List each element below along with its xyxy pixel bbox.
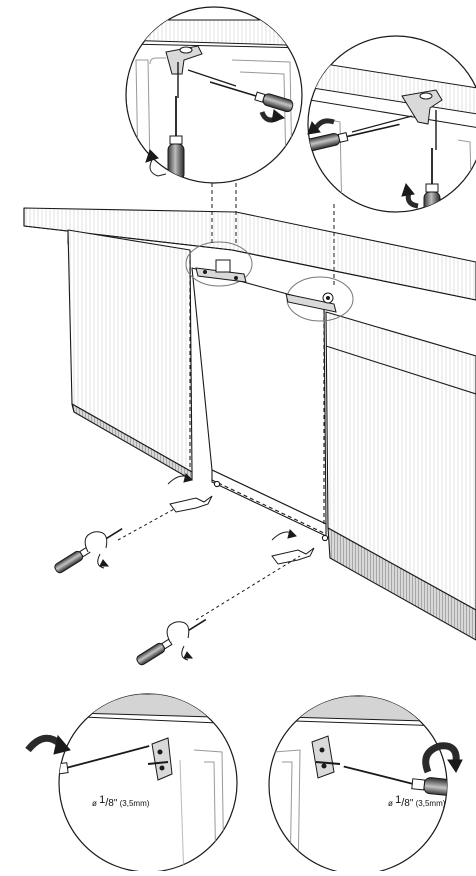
drill-size-label-right: ø 1/8" (3,5mm) <box>388 794 445 809</box>
drill-denominator: 8" <box>108 798 118 809</box>
upper-bracket-right <box>285 276 354 322</box>
drill-slash: / <box>401 797 405 809</box>
drill-numerator: 1 <box>99 794 106 806</box>
dishwasher-door <box>191 267 327 525</box>
rotate-arrow-icon <box>145 109 286 177</box>
right-cabinet-plinth <box>327 527 476 641</box>
rotate-arrow-icon <box>307 118 419 209</box>
screwdriver-icon <box>54 527 123 574</box>
right-cabinet <box>325 311 476 611</box>
drill-metric: (3,5mm) <box>413 799 446 808</box>
drill-prefix: ø <box>92 799 100 808</box>
rotate-arrow-icon <box>183 651 194 659</box>
detail-circle-bottom-right <box>268 695 463 875</box>
bracket-icon <box>151 737 173 781</box>
rotate-arrow-icon <box>422 742 463 774</box>
screwdriver-icon <box>136 618 207 666</box>
detail-circle-top-right <box>307 35 476 213</box>
screw-icon <box>315 761 341 765</box>
left-cabinet <box>67 229 193 473</box>
detail-circle-bottom-left <box>25 693 238 873</box>
leader-lines-top <box>211 176 335 288</box>
lower-bracket-right <box>271 529 315 565</box>
drill-size-label-left: ø 1/8" (3,5mm) <box>92 794 149 809</box>
drill-numerator: 1 <box>395 794 402 806</box>
rotate-arrow-icon <box>99 559 110 567</box>
screw-icon <box>147 761 169 765</box>
screw-paths <box>117 507 301 621</box>
cabinet-scene <box>23 207 476 641</box>
lower-bracket-left <box>167 473 213 513</box>
drill-prefix: ø <box>388 799 396 808</box>
detail-circle-top-left <box>125 6 303 184</box>
screwdriver-icon <box>343 765 447 798</box>
drill-slash: / <box>105 797 109 809</box>
bracket-icon <box>311 735 335 779</box>
drill-metric: (3,5mm) <box>117 799 150 808</box>
drill-denominator: 8" <box>404 798 414 809</box>
rotate-arrow-icon <box>25 734 71 755</box>
upper-bracket-left <box>185 241 253 287</box>
